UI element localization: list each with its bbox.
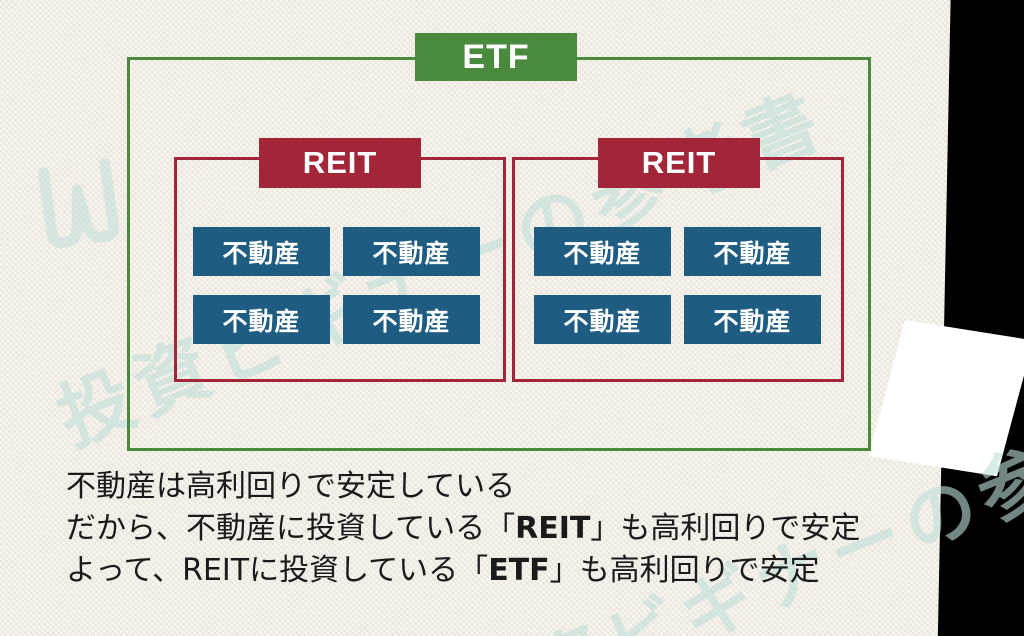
- property-box-1-1: 不動産: [193, 227, 330, 276]
- caption-line-2-part-a: だから、不動産に投資している「: [66, 511, 516, 546]
- property-box-1-4: 不動産: [343, 295, 480, 344]
- property-box-2-1: 不動産: [534, 227, 671, 276]
- caption-line-3-emphasis: ETF: [488, 553, 550, 588]
- reit-label-1: REIT: [259, 138, 421, 188]
- caption-line-3-part-c: 」も高利回りで安定: [549, 553, 820, 588]
- property-box-2-4: 不動産: [684, 295, 821, 344]
- property-box-2-2: 不動産: [684, 227, 821, 276]
- caption-block: 不動産は高利回りで安定している だから、不動産に投資している「REIT」も高利回…: [66, 466, 966, 592]
- property-box-1-2: 不動産: [343, 227, 480, 276]
- caption-line-2: だから、不動産に投資している「REIT」も高利回りで安定: [66, 508, 966, 550]
- caption-line-3: よって、REITに投資している「ETF」も高利回りで安定: [66, 550, 966, 592]
- caption-line-2-emphasis: REIT: [515, 511, 591, 546]
- caption-line-1: 不動産は高利回りで安定している: [66, 469, 516, 504]
- caption-line-2-part-c: 」も高利回りで安定: [590, 511, 861, 546]
- etf-label: ETF: [415, 33, 577, 81]
- reit-label-2: REIT: [598, 138, 760, 188]
- property-box-1-3: 不動産: [193, 295, 330, 344]
- caption-line-3-part-a: よって、REITに投資している「: [66, 553, 489, 588]
- property-box-2-3: 不動産: [534, 295, 671, 344]
